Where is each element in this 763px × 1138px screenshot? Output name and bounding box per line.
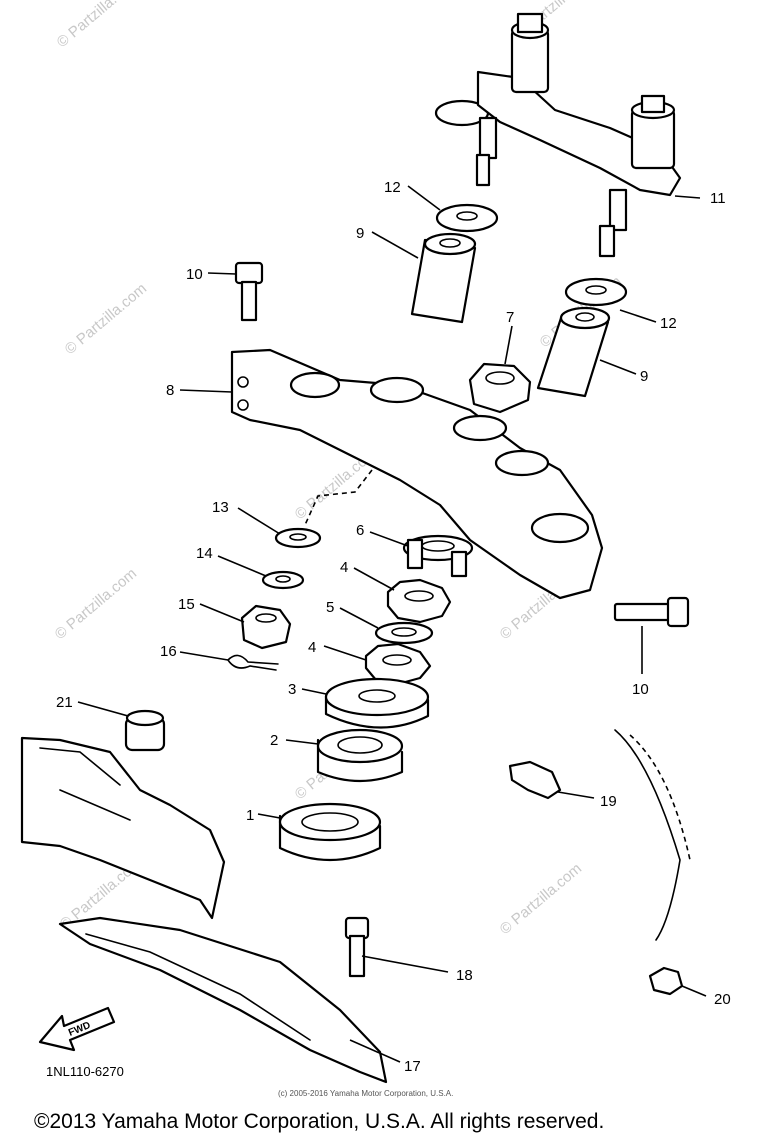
watermark: © Partzilla.com	[497, 860, 585, 938]
part-16-cotter-pin	[227, 654, 279, 671]
part-6-lock-washer	[402, 534, 474, 578]
callout-18: 18	[456, 967, 473, 984]
watermark: © Partzilla.com	[62, 280, 150, 358]
small-copyright: (c) 2005-2016 Yamaha Motor Corporation, …	[278, 1089, 453, 1098]
part-12-washer	[435, 203, 499, 233]
part-21-grommet	[124, 709, 166, 752]
part-18-bolt	[344, 916, 370, 978]
callout-21: 21	[56, 694, 73, 711]
callout-16: 16	[160, 643, 177, 660]
footer-copyright: ©2013 Yamaha Motor Corporation, U.S.A. A…	[34, 1110, 604, 1133]
diagram-code: 1NL110-6270	[46, 1064, 124, 1079]
callout-3: 3	[288, 681, 296, 698]
watermark: © Partzilla.com	[52, 565, 140, 643]
callout-17: 17	[404, 1058, 421, 1075]
part-2-bearing	[316, 728, 404, 783]
callout-labels: 11 12 9 10 12 7 9 8 13 6 14 4 15 5 16 4 …	[56, 179, 731, 1075]
callout-9: 9	[356, 225, 364, 242]
part-4-ring-nut	[364, 642, 432, 686]
callout-11: 11	[710, 190, 726, 207]
part-10-bolt	[234, 261, 264, 322]
callout-12: 12	[384, 179, 401, 196]
callout-10: 10	[632, 681, 649, 698]
callout-6: 6	[356, 522, 364, 539]
callout-20: 20	[714, 991, 731, 1008]
callout-8: 8	[166, 382, 174, 399]
part-3-seal	[324, 677, 430, 729]
callout-10: 10	[186, 266, 203, 283]
part-4-ring-nut	[386, 578, 452, 624]
callout-4: 4	[308, 639, 316, 656]
part-9-bushing	[536, 306, 611, 398]
callout-1: 1	[246, 807, 254, 824]
fwd-arrow-icon: FWD	[38, 1006, 116, 1052]
part-20-hose	[614, 729, 691, 941]
part-8-lower-bracket	[230, 348, 604, 600]
callout-4: 4	[340, 559, 348, 576]
part-13-washer	[274, 527, 322, 549]
callout-14: 14	[196, 545, 213, 562]
part-11-upper-bracket	[434, 12, 682, 258]
part-1-bearing	[278, 802, 382, 862]
part-14-lock-washer	[261, 570, 305, 590]
callout-13: 13	[212, 499, 229, 516]
watermark: © Partzilla.com	[54, 0, 142, 51]
part-9-bushing	[410, 232, 477, 324]
part-7-nut	[468, 362, 532, 414]
part-20-nut	[648, 966, 684, 996]
part-5-washer	[374, 621, 434, 645]
callout-9: 9	[640, 368, 648, 385]
callout-15: 15	[178, 596, 195, 613]
part-10-bolt	[613, 596, 690, 628]
callout-2: 2	[270, 732, 278, 749]
part-17-fender	[58, 916, 388, 1084]
part-12-washer	[564, 277, 628, 307]
callout-5: 5	[326, 599, 334, 616]
part-15-nut	[240, 604, 292, 650]
part-19-clip	[508, 760, 562, 800]
callout-12: 12	[660, 315, 677, 332]
callout-19: 19	[600, 793, 617, 810]
leader-lines	[77, 185, 707, 1063]
callout-7: 7	[506, 309, 514, 326]
steering-cover	[20, 736, 226, 920]
